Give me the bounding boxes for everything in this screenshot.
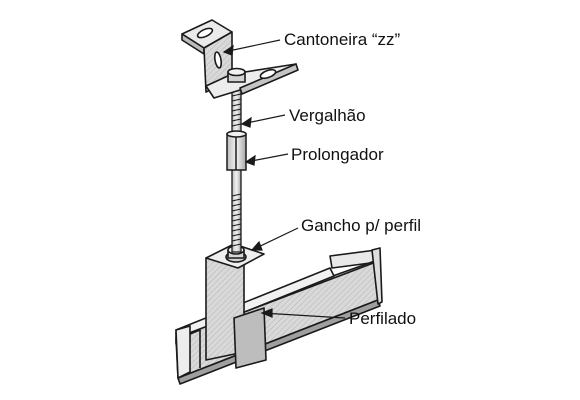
gancho-hook — [205, 243, 267, 369]
arrow-cantoneira — [223, 39, 281, 53]
cantoneira-bracket — [181, 19, 299, 99]
label-cantoneira: Cantoneira “zz” — [284, 30, 401, 49]
label-vergalhao: Vergalhão — [289, 106, 366, 125]
label-gancho: Gancho p/ perfil — [301, 216, 421, 235]
leader-arrows — [222, 39, 346, 319]
arrow-perfilado — [261, 312, 346, 319]
prolongador-coupler — [226, 130, 247, 171]
label-prolongador: Prolongador — [291, 145, 384, 164]
label-perfilado: Perfilado — [349, 309, 416, 328]
